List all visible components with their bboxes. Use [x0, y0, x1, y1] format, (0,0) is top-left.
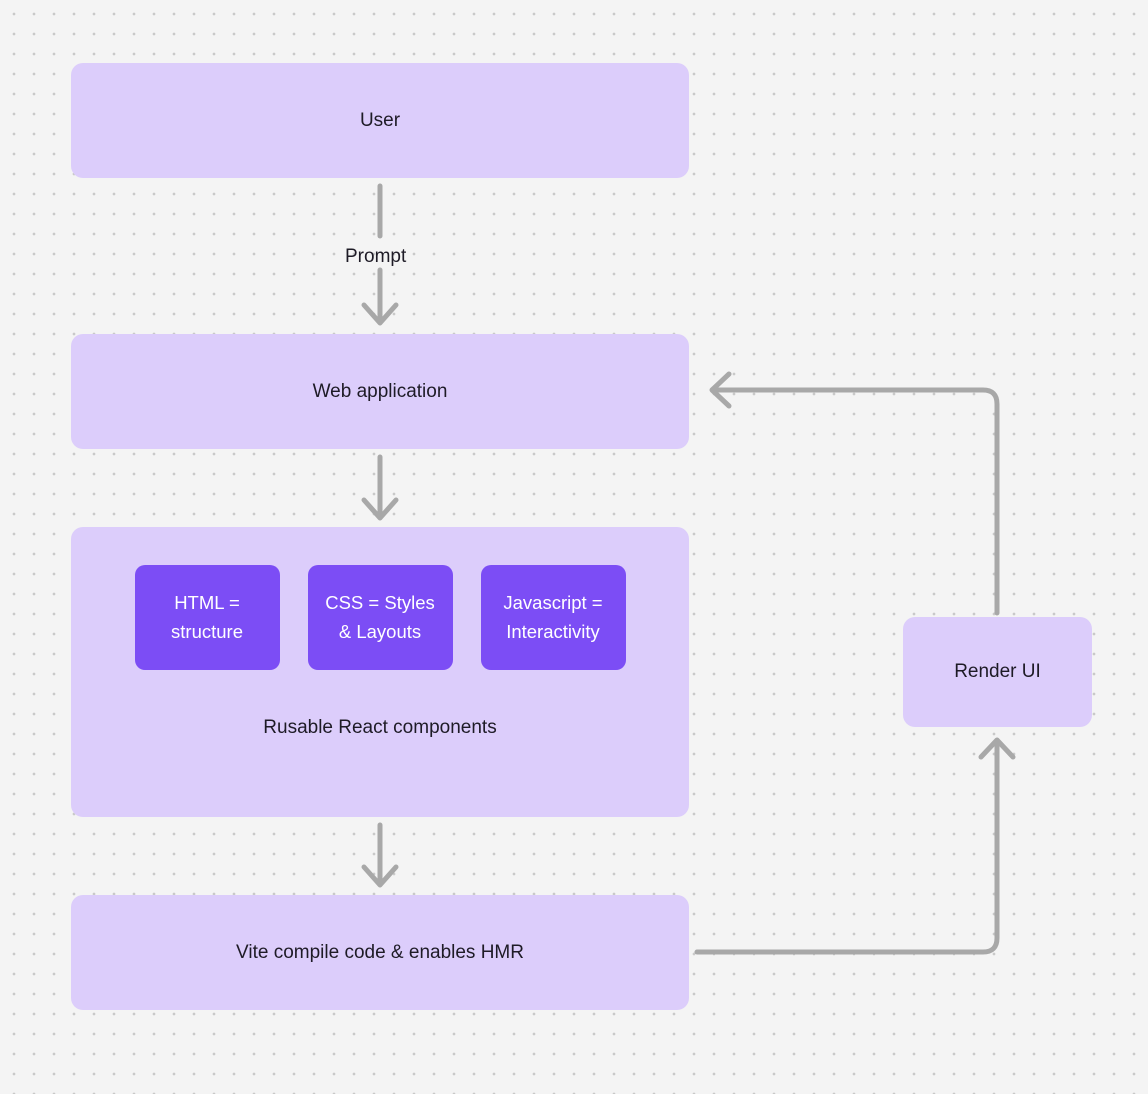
edge-webapp-to-components — [361, 454, 399, 521]
chip-css[interactable]: CSS = Styles & Layouts — [307, 565, 453, 670]
node-web-application-label: Web application — [312, 380, 448, 402]
node-user[interactable]: User — [71, 63, 689, 178]
chip-javascript-label: Javascript = Interactivity — [503, 589, 602, 646]
chip-html-line2: structure — [171, 620, 243, 642]
node-render-ui-label: Render UI — [954, 661, 1041, 683]
node-vite[interactable]: Vite compile code & enables HMR — [71, 895, 689, 1010]
node-react-components-caption: Rusable React components — [263, 717, 497, 738]
chip-html-line1: HTML = — [174, 591, 240, 613]
chip-javascript-line1: Javascript = — [503, 591, 603, 613]
chip-javascript[interactable]: Javascript = Interactivity — [480, 565, 626, 670]
edge-label-prompt: Prompt — [345, 246, 407, 267]
node-react-components[interactable]: HTML = structure CSS = Styles & Layouts … — [71, 527, 689, 817]
edge-render-to-webapp — [709, 371, 1000, 616]
chip-javascript-line2: Interactivity — [506, 620, 600, 642]
chip-row: HTML = structure CSS = Styles & Layouts … — [71, 565, 689, 670]
chip-html-label: HTML = structure — [171, 589, 243, 646]
chip-css-line1: CSS = Styles — [325, 591, 435, 613]
chip-html[interactable]: HTML = structure — [134, 565, 280, 670]
edge-vite-to-render — [694, 737, 1016, 955]
node-web-application[interactable]: Web application — [71, 334, 689, 449]
node-vite-label: Vite compile code & enables HMR — [236, 941, 524, 963]
node-user-label: User — [359, 109, 401, 131]
chip-css-label: CSS = Styles & Layouts — [325, 589, 435, 646]
chip-css-line2: & Layouts — [338, 620, 422, 642]
node-render-ui[interactable]: Render UI — [903, 617, 1092, 727]
edge-components-to-vite — [361, 822, 399, 888]
